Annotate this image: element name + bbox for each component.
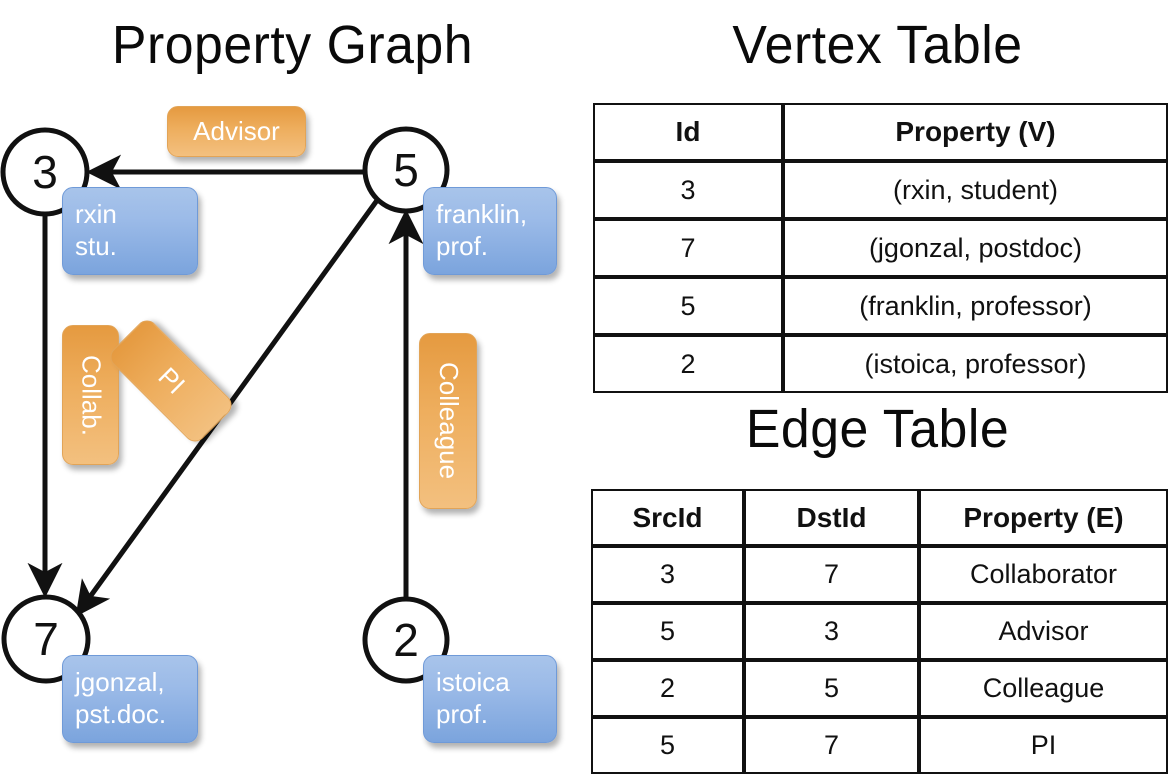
table-row: 5 7 PI	[591, 717, 1168, 774]
edge-table-title: Edge Table	[745, 399, 1010, 459]
vertex-header-property: Property (V)	[783, 103, 1168, 161]
edge-cell-srcid: 2	[591, 660, 744, 717]
graph-node-7-label: 7	[33, 613, 59, 665]
vertex-cell-property: (istoica, professor)	[783, 335, 1168, 393]
edge-cell-srcid: 5	[591, 717, 744, 774]
edge-cell-dstid: 3	[744, 603, 919, 660]
table-row: 3 7 Collaborator	[591, 546, 1168, 603]
edge-cell-srcid: 3	[591, 546, 744, 603]
edge-cell-property: Collaborator	[919, 546, 1168, 603]
vertex-cell-property: (rxin, student)	[783, 161, 1168, 219]
advisor-edge-label[interactable]: Advisor	[167, 106, 306, 157]
collab-edge-label[interactable]: Collab.	[62, 325, 119, 465]
colleague-edge-label[interactable]: Colleague	[419, 333, 477, 509]
vertex-cell-property: (franklin, professor)	[783, 277, 1168, 335]
collab-edge-label-text: Collab.	[76, 354, 107, 436]
edge-cell-property: PI	[919, 717, 1168, 774]
vertex-table-header-row: Id Property (V)	[593, 103, 1168, 161]
vertex-table-title: Vertex Table	[732, 15, 1023, 75]
vertex-table: Id Property (V) 3 (rxin, student) 7 (jgo…	[593, 103, 1168, 393]
edge-cell-dstid: 7	[744, 717, 919, 774]
edge-header-srcid: SrcId	[591, 489, 744, 546]
vertex-property-box-7-text: jgonzal,pst.doc.	[75, 667, 167, 729]
table-row: 2 (istoica, professor)	[593, 335, 1168, 393]
vertex-cell-id: 5	[593, 277, 783, 335]
vertex-cell-id: 3	[593, 161, 783, 219]
vertex-property-box-7[interactable]: jgonzal,pst.doc.	[62, 655, 198, 743]
table-row: 3 (rxin, student)	[593, 161, 1168, 219]
edge-cell-dstid: 5	[744, 660, 919, 717]
edge-table-header-row: SrcId DstId Property (E)	[591, 489, 1168, 546]
vertex-property-box-5[interactable]: franklin,prof.	[423, 187, 557, 275]
vertex-cell-id: 7	[593, 219, 783, 277]
graph-node-5-label: 5	[393, 144, 419, 196]
edge-cell-dstid: 7	[744, 546, 919, 603]
edge-table: SrcId DstId Property (E) 3 7 Collaborato…	[591, 489, 1168, 774]
vertex-header-id: Id	[593, 103, 783, 161]
advisor-edge-label-text: Advisor	[193, 115, 280, 146]
vertex-cell-id: 2	[593, 335, 783, 393]
colleague-edge-label-text: Colleague	[433, 362, 464, 480]
edge-header-property: Property (E)	[919, 489, 1168, 546]
edge-cell-property: Advisor	[919, 603, 1168, 660]
graph-title: Property Graph	[111, 15, 474, 75]
pi-edge-label-text: PI	[152, 361, 191, 400]
table-row: 7 (jgonzal, postdoc)	[593, 219, 1168, 277]
vertex-cell-property: (jgonzal, postdoc)	[783, 219, 1168, 277]
property-graph-panel: Property Graph 3 5 7 2	[0, 0, 585, 760]
edge-header-dstid: DstId	[744, 489, 919, 546]
vertex-property-box-5-text: franklin,prof.	[436, 199, 528, 261]
table-row: 2 5 Colleague	[591, 660, 1168, 717]
edge-cell-property: Colleague	[919, 660, 1168, 717]
table-row: 5 3 Advisor	[591, 603, 1168, 660]
table-row: 5 (franklin, professor)	[593, 277, 1168, 335]
graph-node-2-label: 2	[393, 614, 419, 666]
edge-cell-srcid: 5	[591, 603, 744, 660]
graph-node-3-label: 3	[32, 146, 58, 198]
